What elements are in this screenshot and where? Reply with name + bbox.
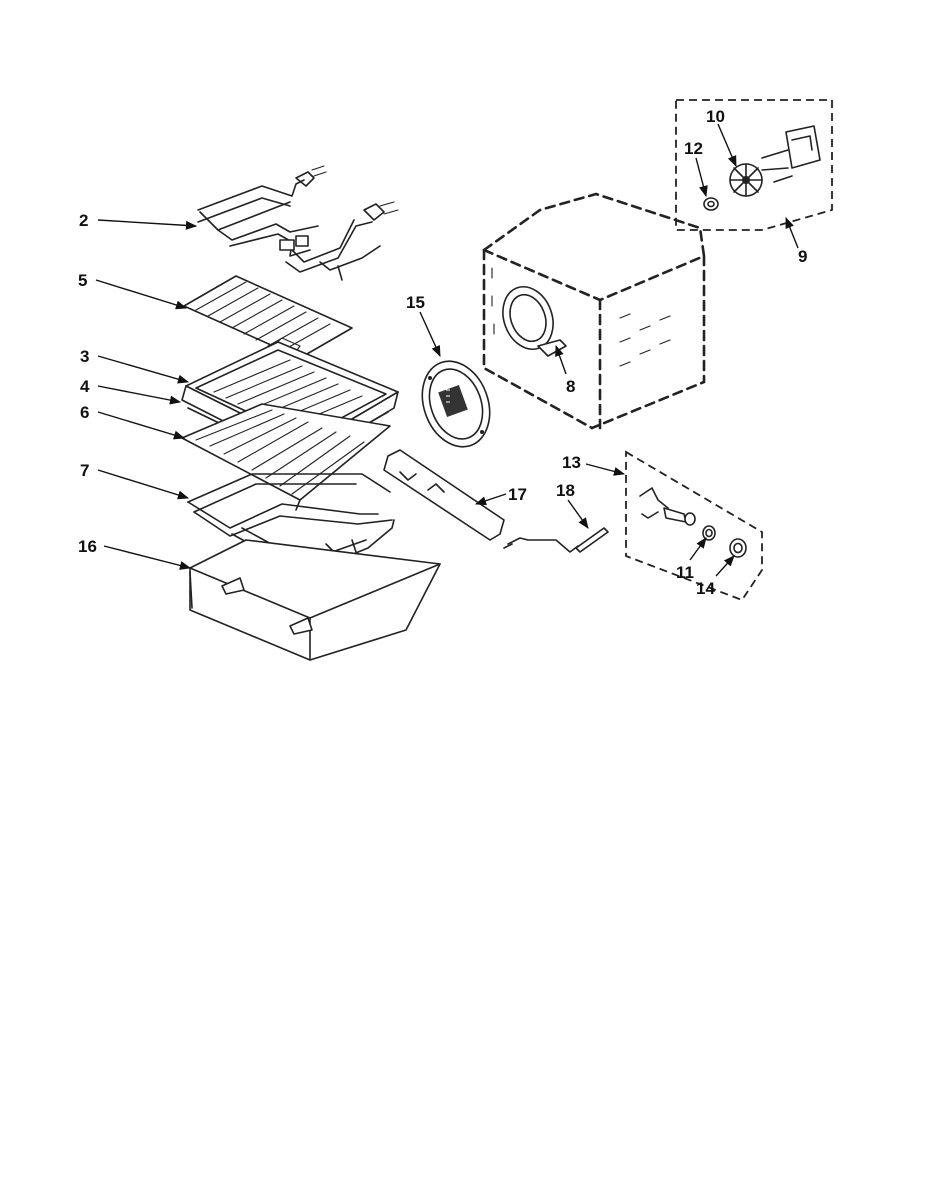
- callout-6: 6: [80, 403, 89, 422]
- callout-13: 13: [562, 453, 581, 472]
- temperature-sensor-part: [503, 527, 609, 553]
- callout-11: 11: [676, 563, 694, 582]
- callout-17: 17: [508, 485, 527, 504]
- drip-tray-part: [189, 539, 441, 661]
- callout-2: 2: [79, 211, 88, 230]
- callout-3: 3: [80, 347, 89, 366]
- fan-motor-kit-box: [675, 99, 833, 231]
- fan-cover-part: [421, 360, 491, 448]
- callout-labels: 2 5 3 4 6 7 16 15 8 17 18 13 11 14 9 10 …: [78, 107, 807, 598]
- callout-18: 18: [556, 481, 575, 500]
- callout-4: 4: [80, 377, 90, 396]
- light-socket-kit-box: [625, 450, 763, 602]
- callout-12: 12: [684, 139, 703, 158]
- leader-lines: [95, 123, 799, 577]
- callout-8: 8: [566, 377, 575, 396]
- callout-15: 15: [406, 293, 425, 312]
- oven-rack-part: [181, 403, 391, 511]
- callout-7: 7: [80, 461, 89, 480]
- callout-16: 16: [78, 537, 97, 556]
- callout-10: 10: [706, 107, 725, 126]
- bracket-part: [383, 449, 505, 541]
- callout-9: 9: [798, 247, 807, 266]
- callout-14: 14: [696, 579, 715, 598]
- broil-element-part: [197, 165, 399, 281]
- callout-5: 5: [78, 271, 87, 290]
- oven-cavity-part: [482, 192, 706, 430]
